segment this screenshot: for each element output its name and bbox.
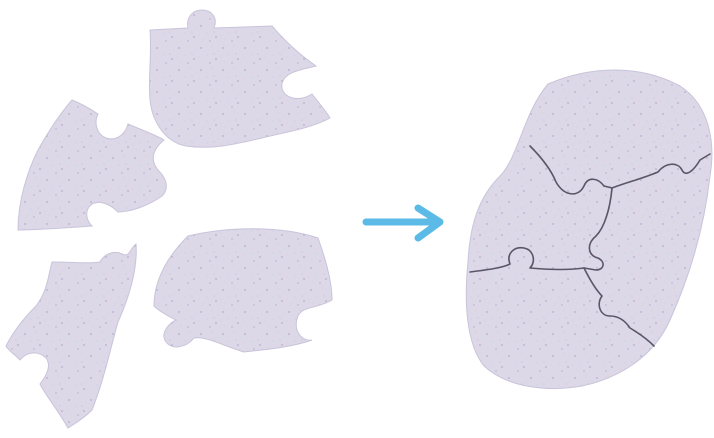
assembled-puzzle-shape <box>466 70 712 389</box>
arrow-right-icon <box>366 208 440 238</box>
puzzle-piece-left-lower <box>6 244 136 428</box>
puzzle-piece-bottom-center <box>154 229 332 352</box>
puzzle-piece-top <box>149 10 330 147</box>
assembled-puzzle <box>466 70 712 389</box>
loose-pieces <box>6 10 332 428</box>
puzzle-piece-left-upper <box>18 100 166 230</box>
